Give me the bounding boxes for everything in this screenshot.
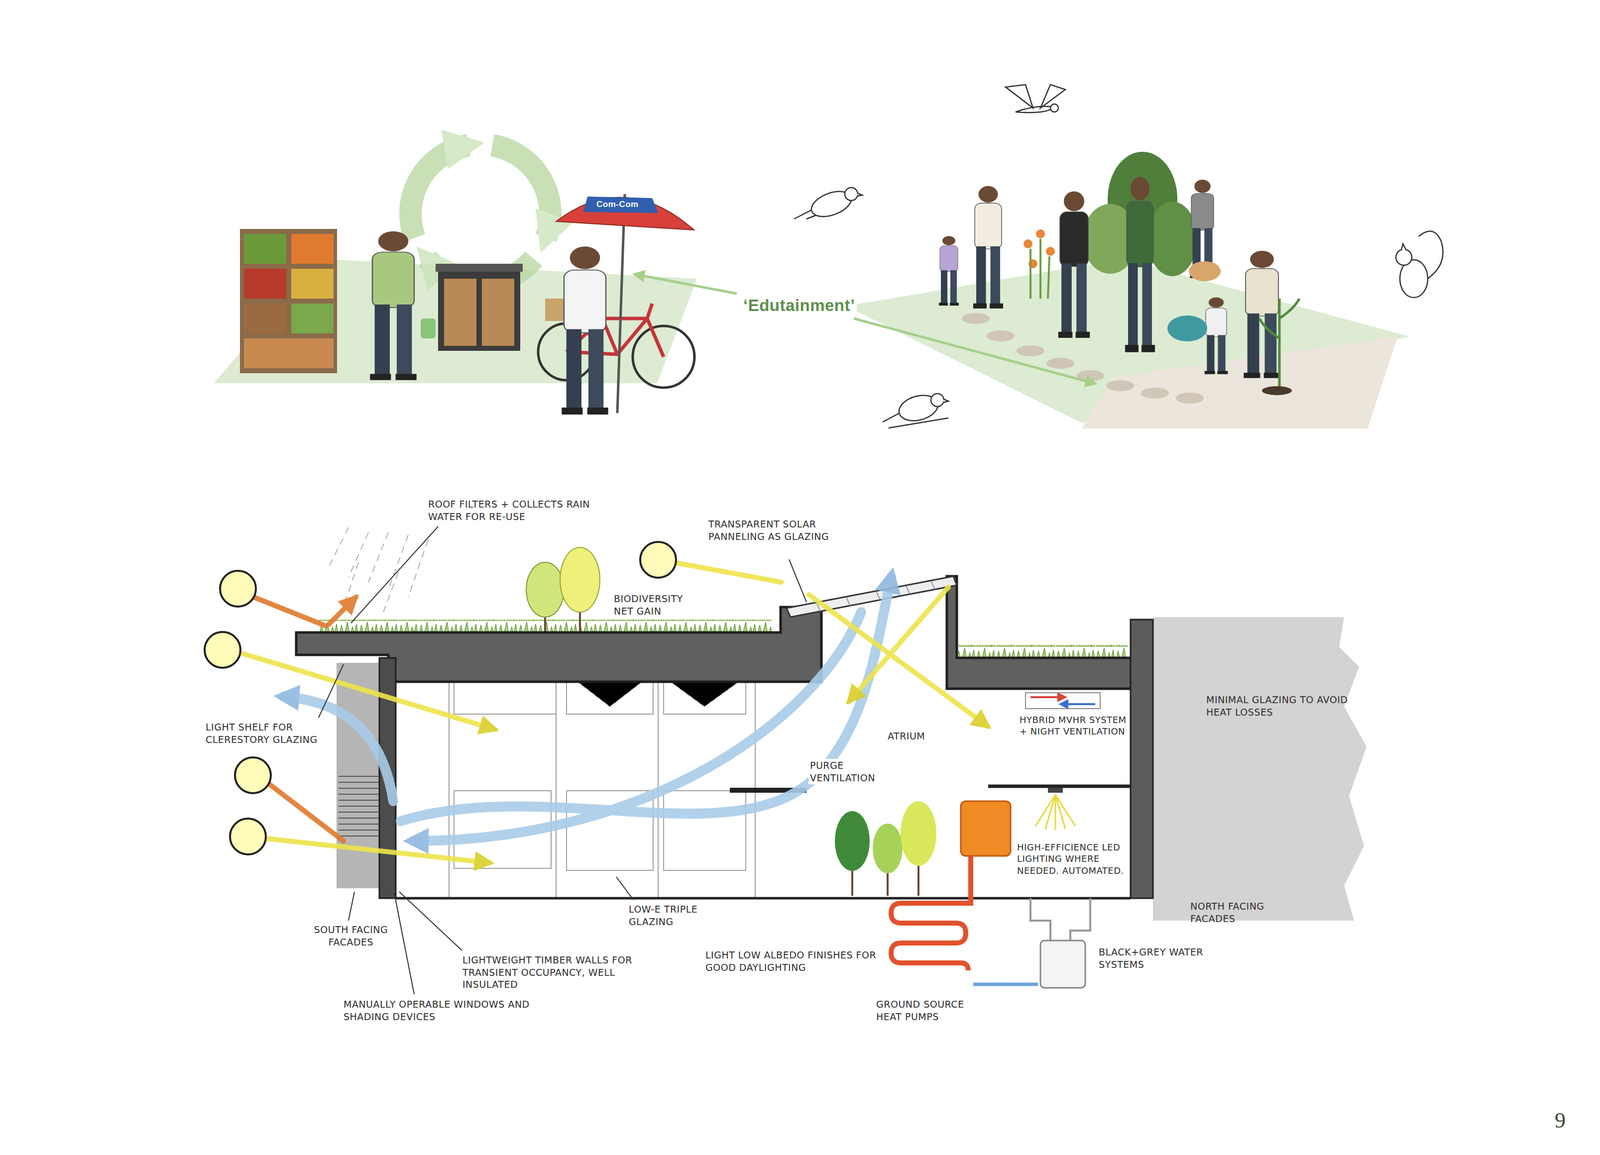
annotation: PURGE VENTILATION <box>808 759 894 785</box>
annotation: MINIMAL GLAZING TO AVOID HEAT LOSSES <box>1204 693 1355 719</box>
annotation: LIGHT SHELF FOR CLERESTORY GLAZING <box>204 720 329 747</box>
annotation: HIGH-EFFICIENCE LED LIGHTING WHERE NEEDE… <box>1015 841 1130 878</box>
annotation: SOUTH FACING FACADES <box>306 923 396 949</box>
concept-title: ‘Edutainment’ <box>741 294 857 318</box>
annotation: LOW-E TRIPLE GLAZING <box>627 903 727 929</box>
annotation: GROUND SOURCE HEAT PUMPS <box>874 998 985 1024</box>
umbrella-text: Com-Com <box>594 198 641 211</box>
annotation: TRANSPARENT SOLAR PANNELING AS GLAZING <box>706 517 832 544</box>
annotation: NORTH FACING FACADES <box>1188 900 1289 926</box>
page-number: 9 <box>1553 1106 1568 1136</box>
annotation: HYBRID MVHR SYSTEM + NIGHT VENTILATION <box>1018 713 1129 739</box>
annotation: MANUALLY OPERABLE WINDOWS AND SHADING DE… <box>342 998 532 1024</box>
annotation: BIODIVERSITY NET GAIN <box>612 592 702 618</box>
annotation: ATRIUM <box>886 729 927 744</box>
annotation: LIGHT LOW ALBEDO FINISHES FOR GOOD DAYLI… <box>703 948 884 975</box>
annotation: LIGHTWEIGHT TIMBER WALLS FOR TRANSIENT O… <box>460 953 671 992</box>
annotation: ROOF FILTERS + COLLECTS RAIN WATER FOR R… <box>426 497 596 524</box>
annotation: BLACK+GREY WATER SYSTEMS <box>1097 945 1212 972</box>
